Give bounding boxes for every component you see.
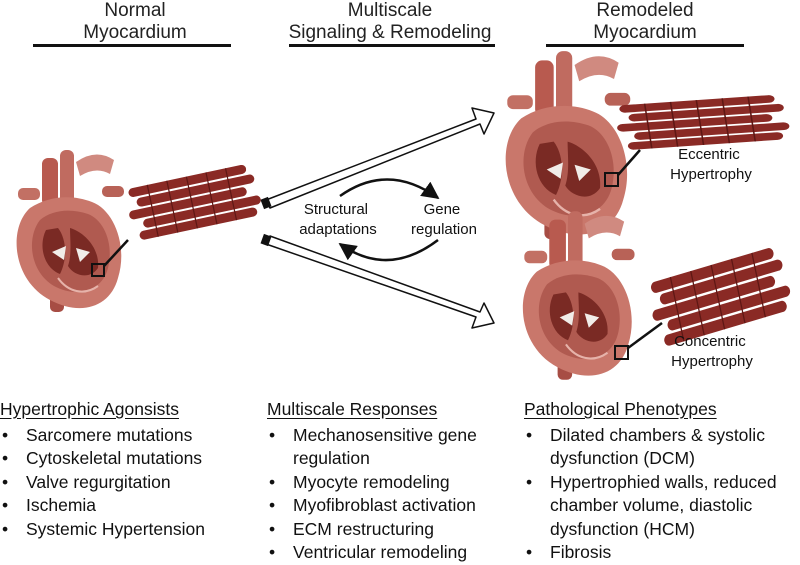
concentric-heart [521, 210, 636, 381]
concentric-hypertrophy-label: Concentric Hypertrophy [671, 333, 753, 370]
eccentric-zoom-line [617, 149, 641, 176]
list-item: Sarcomere mutations [0, 424, 262, 448]
phenotypes-list: Dilated chambers & systolic dysfunction … [524, 424, 800, 565]
eccentric-zoom-box [604, 172, 619, 187]
structural-adaptations-label: Structural adaptations [299, 201, 377, 238]
gene-regulation-label: Gene regulation [411, 201, 477, 238]
list-item: Myofibroblast activation [267, 494, 522, 518]
list-item: Fibrosis [524, 541, 800, 565]
phenotypes-title: Pathological Phenotypes [524, 399, 717, 419]
eccentric-hypertrophy-label: Eccentric Hypertrophy [670, 146, 752, 183]
list-item: Systemic Hypertension [0, 518, 262, 542]
normal-muscle-fibers [123, 161, 265, 243]
remodeling-diagram: Structural adaptations Gene regulation E… [15, 49, 795, 381]
header-normal-underline [33, 44, 231, 47]
list-item: Dilated chambers & systolic dysfunction … [524, 424, 800, 471]
list-item: Cytoskeletal mutations [0, 447, 262, 471]
list-item: Mechanosensitive gene regulation [267, 424, 522, 471]
header-multiscale-signaling: Multiscale Signaling & Remodeling [288, 0, 492, 43]
header-remodeled-underline [546, 44, 744, 47]
header-normal-myocardium: Normal Myocardium [83, 0, 187, 43]
responses-column: Multiscale Responses Mechanosensitive ge… [267, 398, 522, 565]
concentric-zoom-line [627, 321, 663, 350]
list-item: Hypertrophied walls, reduced chamber vol… [524, 471, 800, 542]
cycle-arrow-top [339, 178, 440, 200]
list-item: Ventricular remodeling [267, 541, 522, 565]
agonists-column: Hypertrophic Agonsists Sarcomere mutatio… [0, 398, 262, 541]
list-item: Ischemia [0, 494, 262, 518]
agonists-title: Hypertrophic Agonsists [0, 399, 179, 419]
eccentric-muscle-fibers [612, 93, 793, 152]
list-item: ECM restructuring [267, 518, 522, 542]
agonists-list: Sarcomere mutations Cytoskeletal mutatio… [0, 424, 262, 542]
concentric-zoom-box [614, 345, 629, 360]
cycle-arrow-bottom [338, 239, 439, 262]
normal-zoom-box [91, 263, 105, 277]
header-remodeled-myocardium: Remodeled Myocardium [593, 0, 697, 43]
responses-title: Multiscale Responses [267, 399, 438, 419]
phenotypes-column: Pathological Phenotypes Dilated chambers… [524, 398, 800, 565]
arrow-to-concentric [260, 233, 495, 329]
normal-zoom-line [103, 239, 129, 267]
header-signaling-underline [289, 44, 495, 47]
normal-heart [15, 149, 125, 313]
list-item: Myocyte remodeling [267, 471, 522, 495]
arrow-to-eccentric [260, 107, 495, 210]
responses-list: Mechanosensitive gene regulation Myocyte… [267, 424, 522, 565]
list-item: Valve regurgitation [0, 471, 262, 495]
eccentric-heart [504, 49, 632, 241]
